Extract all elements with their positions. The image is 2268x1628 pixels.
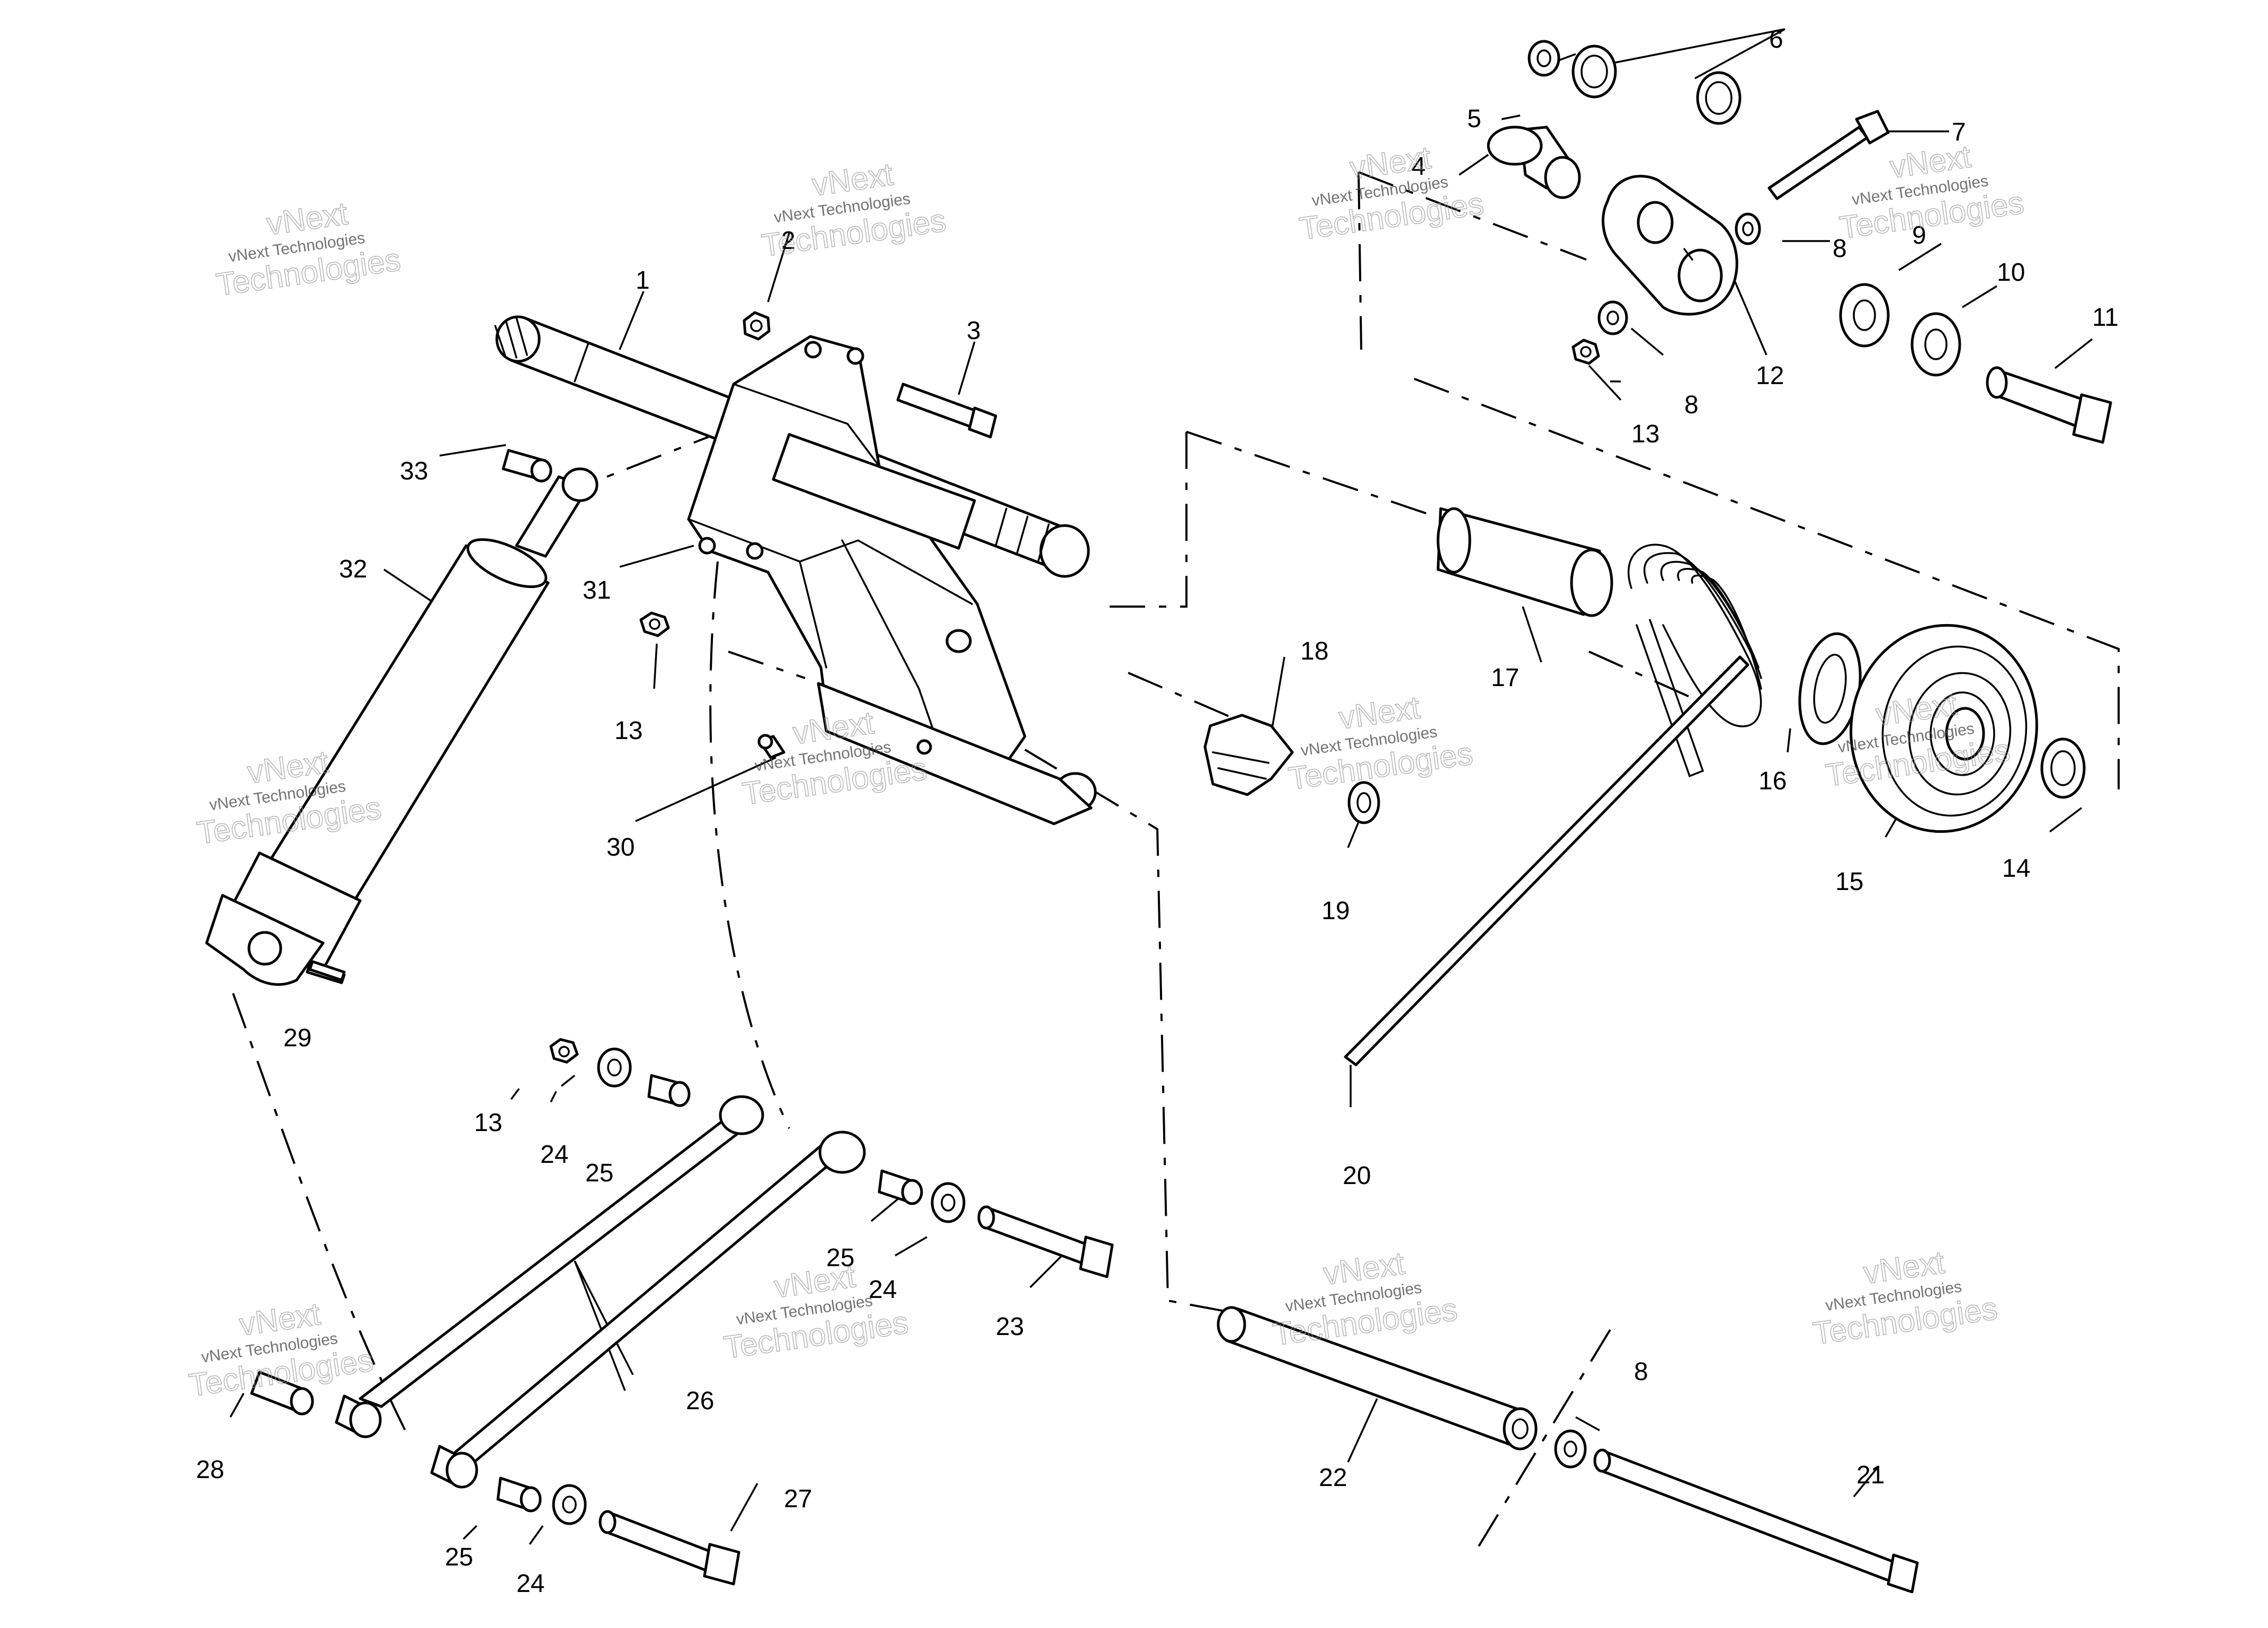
callout-23: 23 [996, 1313, 1024, 1341]
callout-13-lower: 13 [474, 1109, 502, 1137]
part-3-bolt [896, 382, 997, 439]
watermark-2: vNext Technologies vNext Technologies [759, 156, 949, 264]
callout-32: 32 [339, 555, 367, 583]
part-11-shoulder-bolt [1986, 366, 2112, 444]
callout-22: 22 [1319, 1464, 1347, 1492]
part-7-bolt [1767, 110, 1890, 200]
part-25-bushing-mid [878, 1169, 923, 1205]
callout-labels: 1 2 3 4 5 6 7 8 8 8 9 10 11 12 13 13 13 … [196, 25, 2119, 1598]
callout-29: 29 [283, 1024, 311, 1052]
part-24-washer-lower [552, 1484, 587, 1525]
part-2-nut [743, 311, 771, 341]
part-30-grease-fitting [757, 734, 785, 759]
callout-24-upper: 24 [540, 1141, 568, 1169]
callout-24-mid: 24 [869, 1276, 897, 1304]
part-8-washer-upper [1735, 212, 1761, 245]
part-13-nut-upper [1571, 339, 1600, 365]
callout-5: 5 [1467, 105, 1481, 133]
callout-19: 19 [1321, 897, 1350, 925]
watermark-4: vNext Technologies vNext Technologies [1837, 138, 2026, 246]
part-27-bolt [599, 1510, 740, 1586]
callout-13-left: 13 [614, 717, 642, 745]
part-24-washer-mid [931, 1182, 966, 1223]
callout-27: 27 [784, 1485, 812, 1513]
part-19-washer [1347, 781, 1380, 824]
part-16-washer [1798, 632, 1862, 745]
watermark-1: vNext Technologies vNext Technologies [213, 195, 403, 303]
part-12-link [1602, 175, 1738, 316]
callout-2: 2 [781, 227, 796, 255]
part-8-washer-mid [1597, 300, 1628, 335]
part-33-bushing [502, 449, 552, 483]
part-6-bushings [1571, 45, 1742, 125]
part-20-torsion-spring [1344, 544, 1762, 1066]
callout-26: 26 [686, 1387, 714, 1415]
part-24-washer-upper [597, 1047, 632, 1088]
callout-9: 9 [1912, 221, 1926, 250]
part-4-bushing [1487, 126, 1581, 199]
watermark-12: vNext Technologies vNext Technologies [1810, 1244, 2000, 1352]
part-23-bolt [977, 1205, 1114, 1278]
callout-8-upper: 8 [1833, 235, 1847, 263]
callout-8-lower: 8 [1634, 1358, 1648, 1386]
callout-25-lower: 25 [445, 1543, 473, 1571]
callout-21: 21 [1856, 1461, 1885, 1489]
part-15-idler-wheel [1850, 624, 2038, 833]
part-13-nut-left [639, 611, 670, 637]
part-25-bushing-lower [496, 1476, 542, 1513]
watermark-10: vNext Technologies vNext Technologies [721, 1258, 911, 1366]
part-21-long-bolt [1593, 1448, 1919, 1594]
part-10-washer [1910, 312, 1961, 377]
callout-3: 3 [967, 317, 981, 345]
callout-30: 30 [606, 833, 635, 861]
callout-10: 10 [1997, 259, 2025, 287]
part-29-pin [308, 960, 346, 982]
callout-11: 11 [2092, 304, 2119, 332]
part-pivot-arm [687, 335, 1097, 825]
watermark-7: vNext Technologies vNext Technologies [1286, 689, 1476, 797]
callout-31: 31 [583, 576, 611, 604]
part-22-tube [1217, 1306, 1538, 1451]
part-17-sleeve [1436, 507, 1613, 617]
callout-7: 7 [1952, 118, 1966, 146]
part-8-washer-lower [1554, 1429, 1587, 1469]
callout-17: 17 [1491, 664, 1519, 692]
part-5-washer [1528, 40, 1560, 77]
callout-14: 14 [2002, 855, 2030, 883]
watermark-11: vNext Technologies vNext Technologies [1271, 1245, 1460, 1353]
callout-4: 4 [1412, 153, 1426, 181]
part-26-arms [335, 1095, 866, 1489]
callout-20: 20 [1343, 1162, 1371, 1190]
callout-13-upper: 13 [1631, 420, 1659, 448]
part-25-bushing-upper [647, 1074, 691, 1107]
callout-25-upper: 25 [585, 1159, 613, 1187]
part-32-shock-absorber [205, 467, 599, 986]
callout-15: 15 [1835, 868, 1863, 896]
watermark-3: vNext Technologies vNext Technologies [1297, 139, 1487, 247]
callout-12: 12 [1756, 362, 1784, 390]
callout-18: 18 [1300, 637, 1328, 665]
callout-6: 6 [1769, 25, 1783, 54]
part-18-cap [1203, 714, 1294, 796]
part-13-nut-lower [549, 1038, 579, 1064]
callout-1: 1 [636, 266, 650, 295]
part-9-washer [1839, 283, 1890, 348]
part-28-bushing [250, 1371, 314, 1416]
callout-8-mid: 8 [1684, 391, 1699, 419]
callout-16: 16 [1758, 767, 1787, 795]
callout-25-mid: 25 [826, 1244, 854, 1272]
callout-33: 33 [400, 457, 428, 485]
part-14-bushing [2040, 737, 2086, 799]
callout-28: 28 [196, 1456, 224, 1484]
watermark-9: vNext Technologies vNext Technologies [186, 1296, 376, 1404]
callout-24-lower: 24 [516, 1570, 544, 1598]
